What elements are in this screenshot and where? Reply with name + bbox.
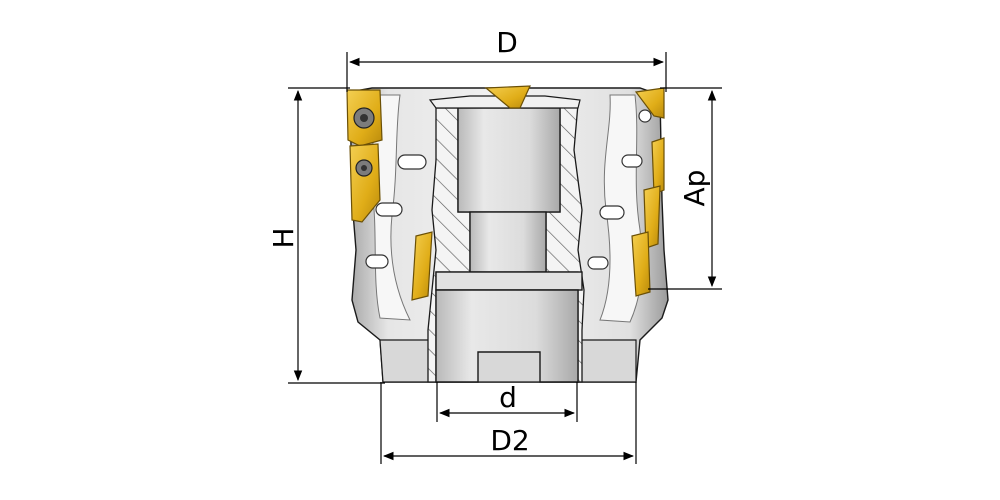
label-D: D [496,26,518,59]
top-insert [484,85,531,109]
bore-neck [469,211,547,273]
upper-bore [457,107,561,213]
left-inserts [346,89,433,301]
dim-H: H [267,87,385,384]
dim-d: d [436,381,578,422]
dim-Ap: Ap [648,87,722,290]
lower-bore [435,289,579,383]
label-D2: D2 [490,424,529,457]
dim-D: D [346,26,667,92]
label-d: d [499,381,517,414]
label-H: H [267,227,300,248]
label-Ap: Ap [678,170,711,207]
right-slots [587,109,652,270]
bore-shoulder [435,271,583,291]
left-slots [365,154,427,269]
dim-D2: D2 [380,382,637,464]
right-inserts [631,87,665,297]
